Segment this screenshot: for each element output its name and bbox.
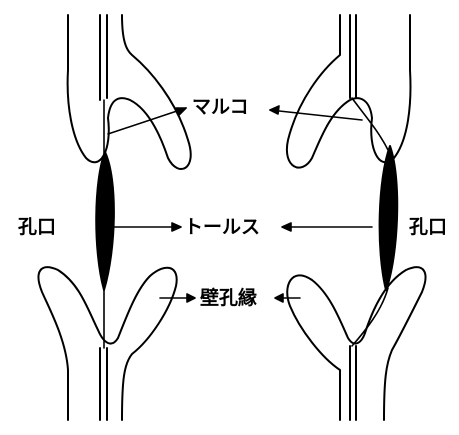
right-pit-pair: [287, 15, 426, 420]
aperture-label-right: 孔口: [409, 218, 447, 237]
bordered-pit-label: 壁孔縁: [200, 289, 257, 308]
right-upper-wall: [287, 15, 411, 168]
arrowhead-margo-right: [270, 106, 279, 114]
arrowhead-border-right: [275, 294, 283, 302]
right-margo-line-upper: [352, 98, 388, 150]
margo-label: マルコ: [192, 98, 249, 117]
left-torus: [96, 152, 114, 290]
arrow-margo-right: [270, 110, 362, 120]
torus-label: トールス: [184, 218, 260, 237]
arrowhead-torus-left: [172, 223, 181, 231]
arrowhead-border-left: [187, 294, 195, 302]
arrow-margo-left: [108, 108, 186, 134]
annotation-arrows: [108, 106, 372, 302]
aperture-label-left: 孔口: [18, 218, 56, 237]
right-torus: [380, 146, 398, 290]
arrowhead-torus-right: [282, 223, 291, 231]
left-upper-wall: [68, 15, 191, 169]
left-pit-pair: [39, 15, 191, 420]
